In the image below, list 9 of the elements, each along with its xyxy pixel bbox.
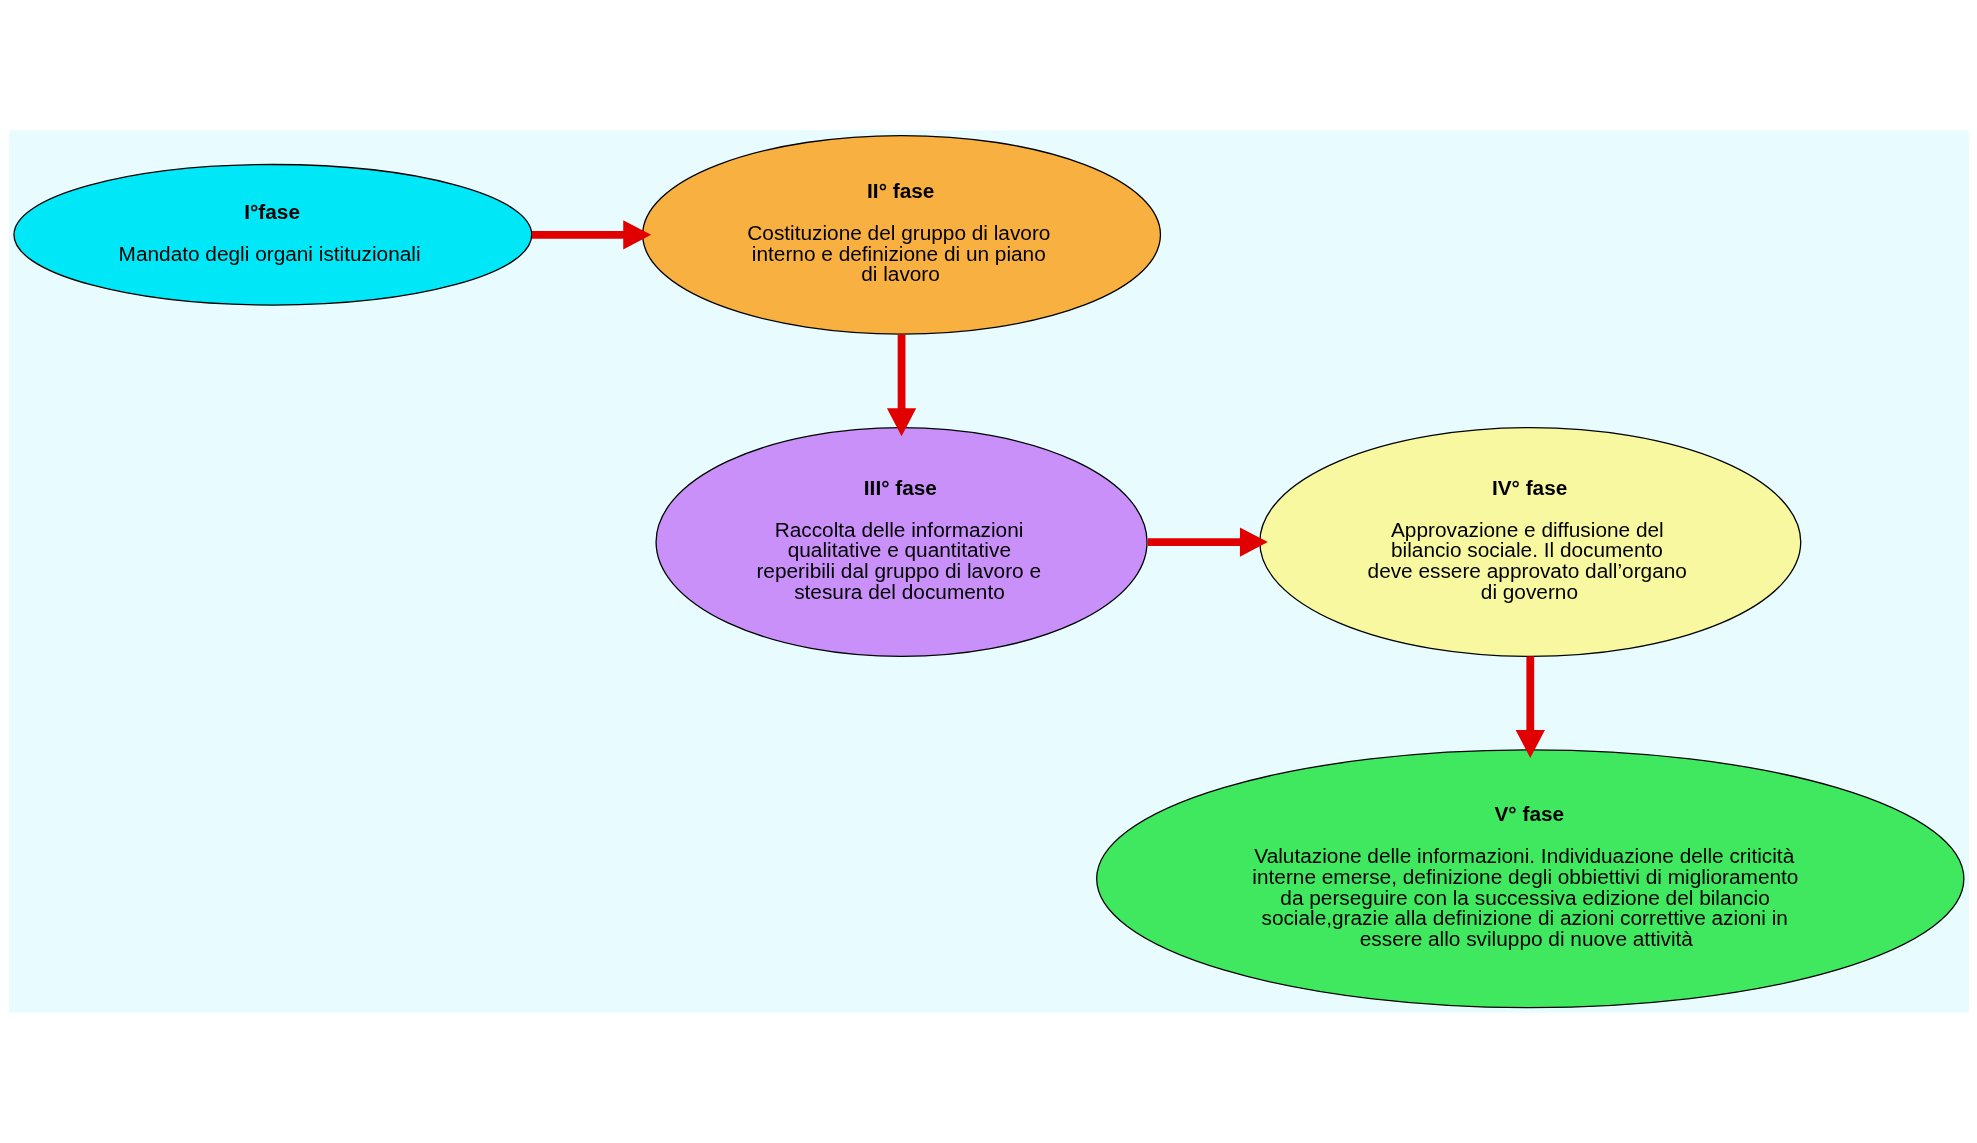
arrow (886, 334, 916, 437)
arrow (1515, 656, 1545, 758)
node-ellipse: I°fase Mandato degli organi istituzionali (12, 163, 532, 306)
arrow (1147, 527, 1268, 557)
node-ellipse: V° fase Valutazione delle informazioni. Individuazione delle criticità interne emerse, definizione degli obbiettivi di miglioramento da perseguire con la successiva edizione del bilancio sociale,grazie alla definizione di azioni correttive azioni in essere allo sviluppo di nuove attività (1095, 749, 1964, 1009)
node-ellipse: IV° fase Approvazione e diffusione del bilancio sociale. Il documento deve essere approvato dall’organo di governo (1258, 427, 1801, 658)
node-ellipse: II° fase Costituzione del gruppo di lavoro interno e definizione di un piano di lavoro (641, 134, 1161, 335)
node-ellipse: III° fase Raccolta delle informazioni qualitative e quantitative reperibili dal gruppo di lavoro e stesura del documento (654, 427, 1148, 658)
arrow (531, 220, 651, 250)
